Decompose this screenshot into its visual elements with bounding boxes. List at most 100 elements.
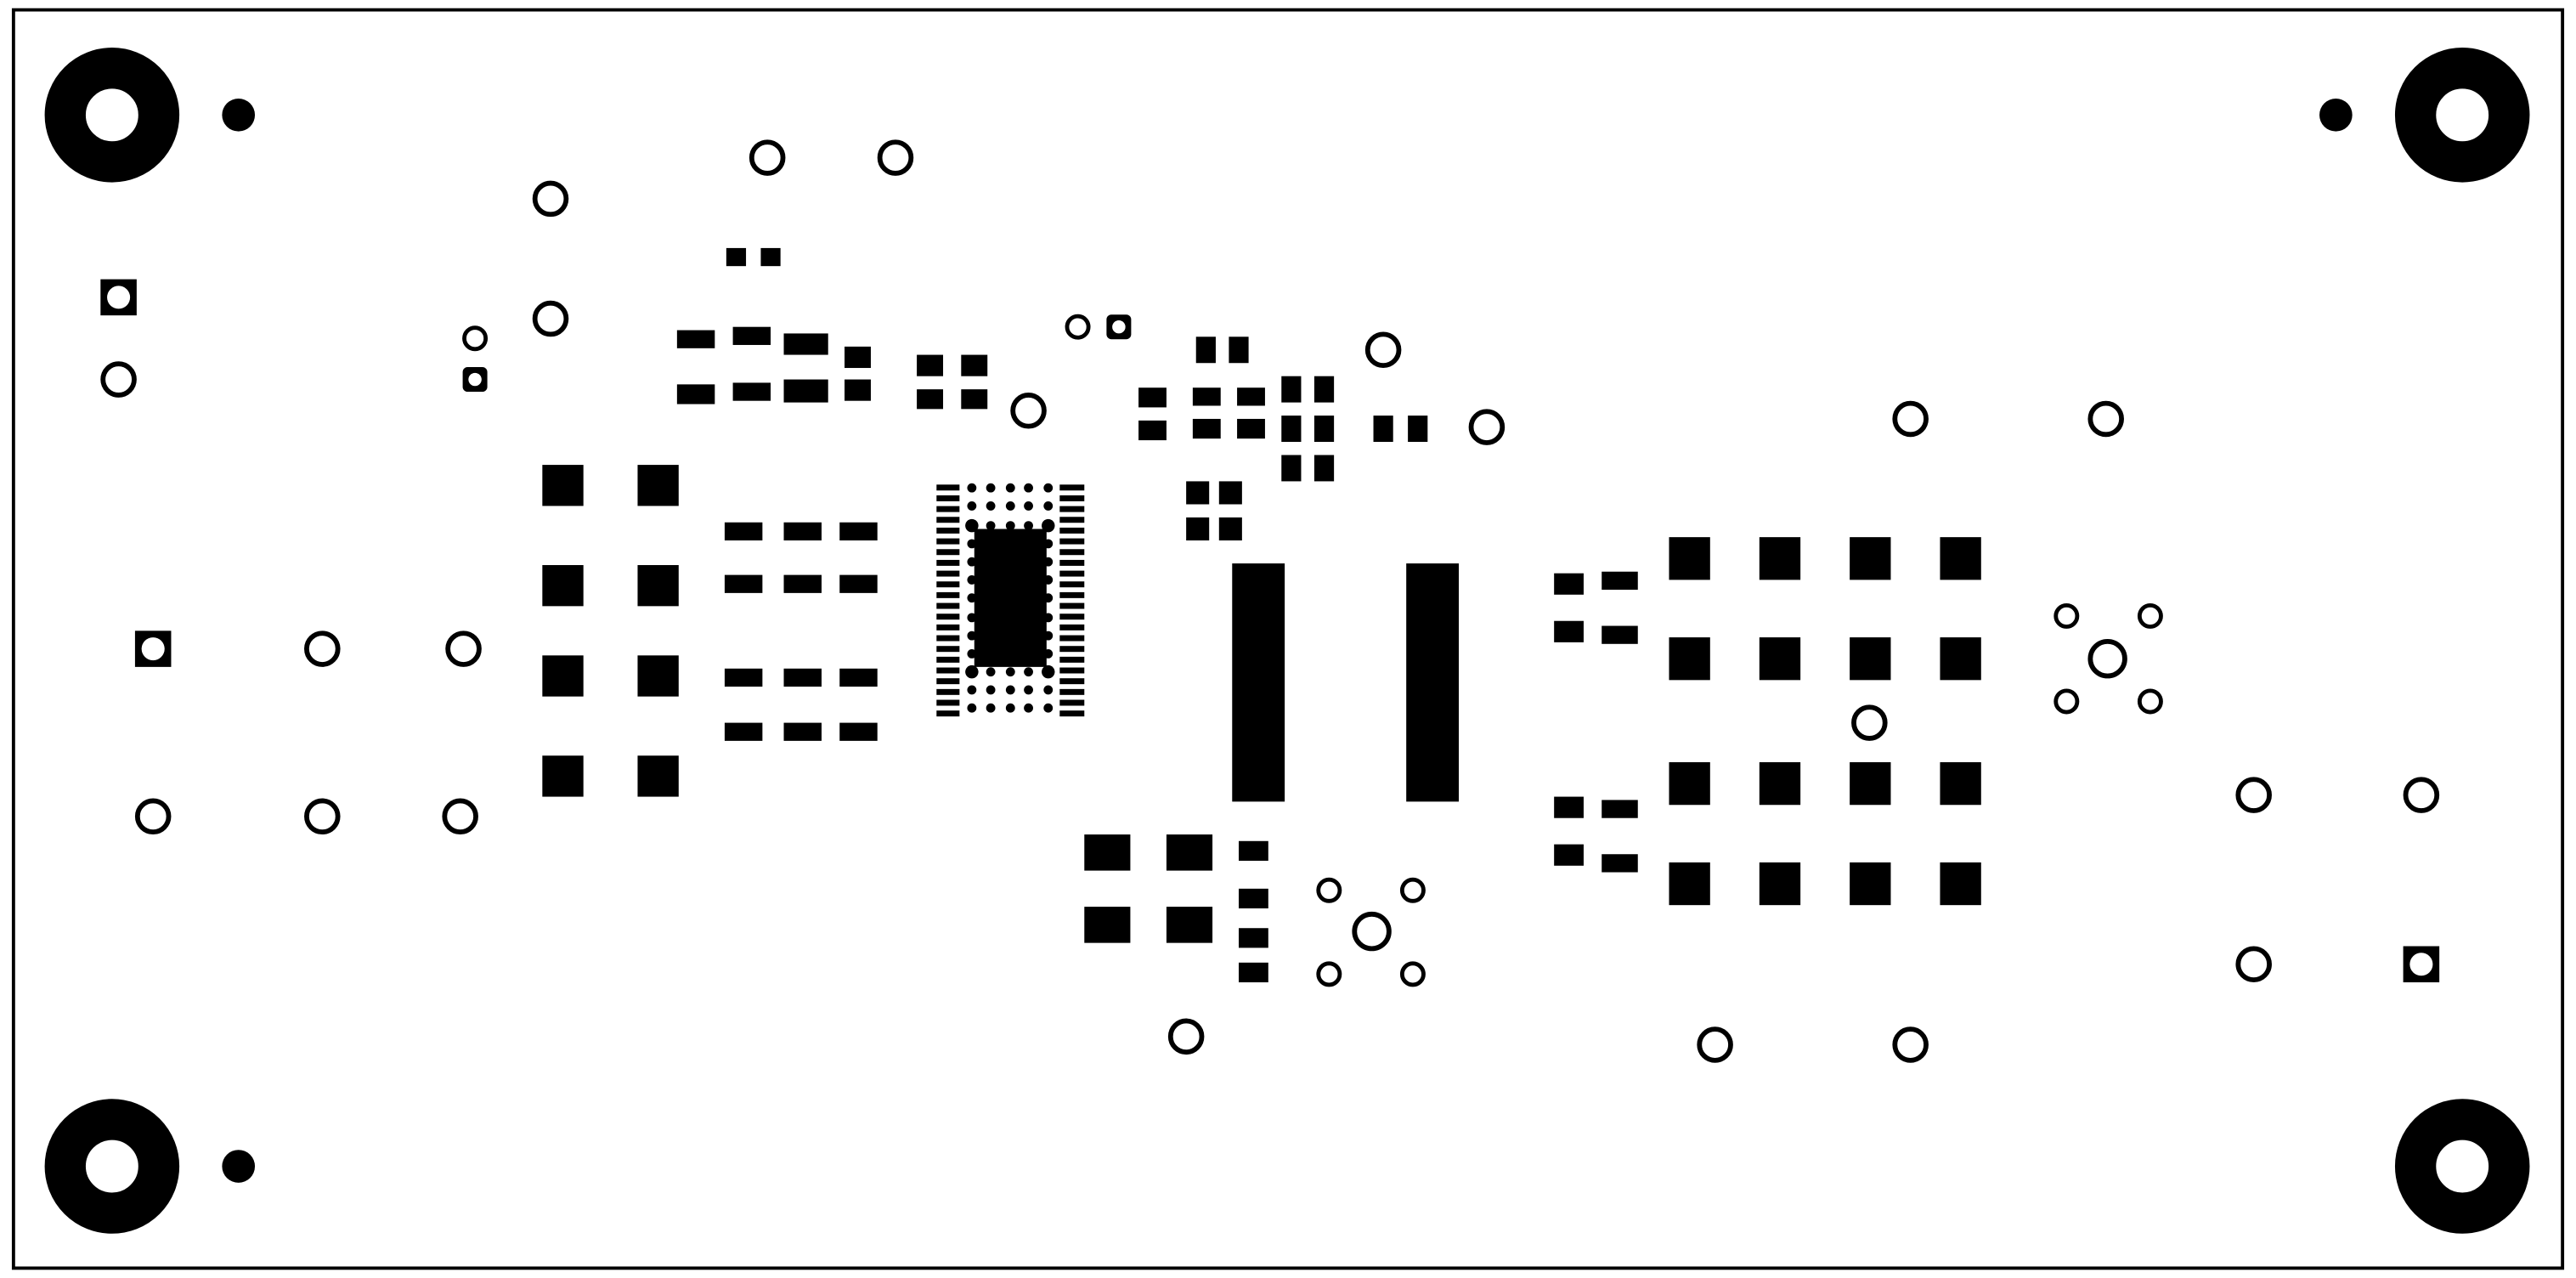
via	[1316, 877, 1342, 903]
ic-pin-right	[1059, 570, 1085, 577]
ic-pin-left	[936, 506, 960, 512]
smd-pad	[542, 565, 584, 607]
round-pad	[1892, 1026, 1929, 1063]
smd-pad	[1232, 563, 1285, 802]
smd-pad	[783, 333, 828, 355]
ic-via	[967, 557, 977, 567]
ic-pin-right	[1059, 614, 1085, 620]
smd-pad	[1850, 537, 1891, 580]
mounting-hole	[44, 1099, 180, 1234]
smd-pad	[1850, 862, 1891, 906]
ic-via	[1005, 667, 1015, 677]
ic-pin-right	[1059, 656, 1085, 663]
via	[1065, 314, 1091, 340]
ic-pin-left	[936, 624, 960, 631]
smd-pad	[1940, 761, 1981, 806]
smd-pad	[783, 574, 822, 593]
smd-pad	[1759, 761, 1801, 806]
pad-hole	[1112, 320, 1126, 334]
smd-pad	[1554, 620, 1584, 642]
ic-via	[1043, 703, 1054, 713]
round-pad	[2087, 400, 2124, 438]
fiducial	[222, 98, 256, 132]
ic-pin-right	[1059, 667, 1085, 674]
smd-pad	[676, 384, 715, 404]
via	[2053, 602, 2080, 629]
ic-via	[967, 539, 977, 549]
smd-pad	[1084, 907, 1131, 943]
ic-via	[1005, 521, 1015, 531]
ic-via	[1024, 483, 1033, 493]
round-pad	[1892, 400, 1929, 438]
pad-hole	[141, 637, 165, 661]
ic-pin-left	[936, 678, 960, 685]
round-pad	[1468, 409, 1505, 445]
round-pad	[445, 631, 482, 667]
ic-pin-right	[1059, 517, 1085, 523]
smd-pad	[1554, 573, 1584, 595]
smd-pad	[839, 574, 878, 593]
smd-pad	[1218, 481, 1242, 505]
smd-pad	[1669, 537, 1710, 580]
ic-via	[1005, 501, 1015, 511]
via	[1399, 961, 1426, 987]
ic-via	[986, 501, 996, 511]
smd-pad	[1313, 455, 1335, 482]
smd-pad	[724, 722, 763, 741]
smd-pad	[1373, 416, 1393, 443]
smd-pad	[917, 389, 944, 410]
round-pad	[304, 798, 341, 835]
smd-pad	[1195, 336, 1216, 364]
via	[462, 325, 489, 352]
smd-pad	[1759, 637, 1801, 681]
ic-via	[967, 593, 977, 603]
ic-pin-left	[936, 667, 960, 674]
smd-pad	[1138, 420, 1167, 441]
smd-pad	[1138, 387, 1167, 408]
ic-via	[986, 521, 996, 531]
ic-via	[986, 667, 996, 677]
smd-pad	[1281, 416, 1302, 443]
ic-via	[1043, 685, 1054, 695]
smd-pad	[1940, 637, 1981, 681]
smd-pad	[917, 354, 944, 376]
via	[1316, 961, 1342, 987]
ic-via	[967, 574, 977, 585]
ic-pin-left	[936, 646, 960, 653]
smd-pad	[845, 346, 871, 369]
fiducial	[222, 1150, 256, 1183]
ic-pin-right	[1059, 635, 1085, 642]
round-pad	[2403, 777, 2440, 813]
round-pad	[1697, 1026, 1733, 1063]
ic-pin-left	[936, 591, 960, 598]
smd-pad	[1406, 563, 1460, 802]
ic-pin-right	[1059, 591, 1085, 598]
ic-pin-right	[1059, 549, 1085, 556]
ic-via	[965, 664, 979, 679]
ic-pin-right	[1059, 602, 1085, 609]
ic-via	[1005, 703, 1015, 713]
ic-via	[1024, 667, 1033, 677]
ic-via	[1005, 483, 1015, 493]
smd-pad	[1192, 387, 1221, 406]
ic-pin-right	[1059, 527, 1085, 534]
smd-pad	[1759, 862, 1801, 906]
smd-pad	[542, 655, 584, 697]
ic-pin-right	[1059, 559, 1085, 566]
smd-pad	[1281, 376, 1302, 403]
smd-pad	[732, 326, 771, 345]
ic-pin-left	[936, 484, 960, 491]
smd-pad	[1408, 416, 1428, 443]
pad-hole	[107, 286, 131, 309]
ic-pin-left	[936, 710, 960, 717]
smd-pad	[1239, 840, 1268, 861]
smd-pad	[1239, 888, 1268, 909]
round-pad	[442, 798, 478, 835]
ic-pin-right	[1059, 699, 1085, 706]
smd-pad	[1602, 854, 1638, 873]
smd-pad	[760, 247, 781, 267]
smd-pad	[637, 565, 679, 607]
smd-pad	[783, 379, 828, 403]
ic-pin-right	[1059, 688, 1085, 695]
